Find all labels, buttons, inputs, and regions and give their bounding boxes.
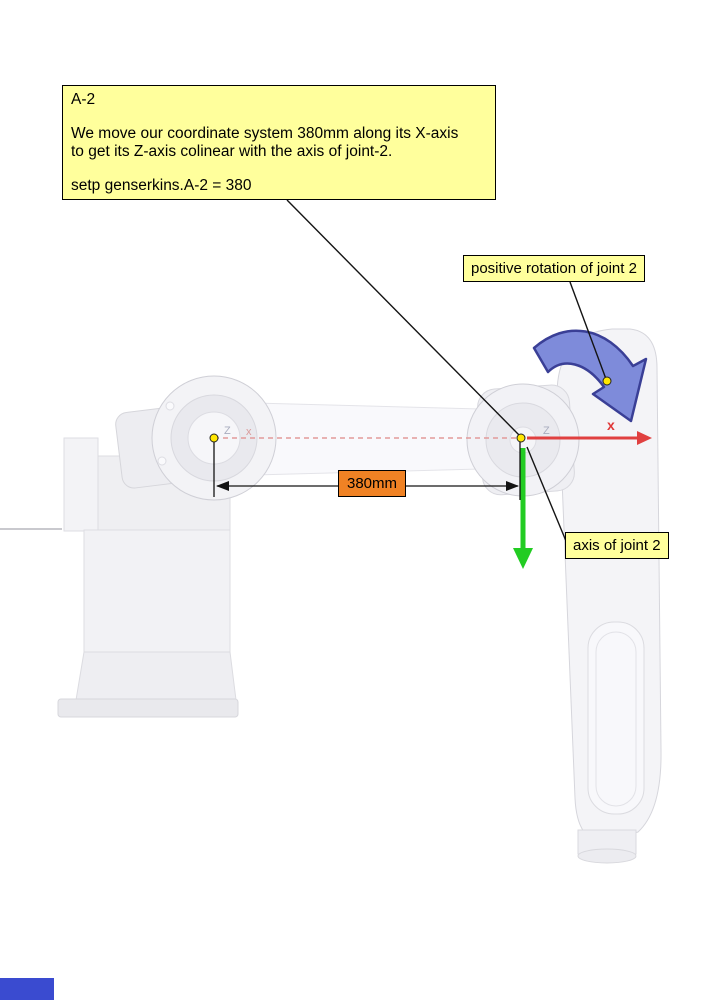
- marker-joint1-center: [209, 433, 219, 443]
- annotation-title: A-2: [71, 91, 96, 108]
- link2-cutout: [587, 621, 645, 815]
- marker-dots: [209, 376, 612, 443]
- joint1-bolt-2: [157, 456, 167, 466]
- dimension-label: 380mm: [338, 470, 407, 497]
- robot-link2: [556, 328, 662, 864]
- left-z-axis-label: Z: [224, 425, 231, 437]
- callout-line-a2: [286, 199, 522, 438]
- y-axis-arrow: [513, 448, 533, 569]
- joint1-bolt-1: [165, 401, 175, 411]
- robot-base: [57, 437, 239, 718]
- annotation-command: setp genserkins.A-2 = 380: [71, 177, 252, 194]
- right-z-axis-label: Z: [543, 425, 550, 437]
- callout-line-positive-rotation: [569, 281, 607, 380]
- link2-wrist-cap: [577, 848, 637, 864]
- callout-positive-rotation: positive rotation of joint 2: [463, 255, 645, 282]
- base-foot: [75, 651, 237, 701]
- x-axis-head: [637, 431, 652, 445]
- y-axis-head: [513, 548, 533, 569]
- link2-cutout-inner: [595, 631, 637, 807]
- marker-rotation-arrow: [602, 376, 612, 386]
- annotation-line2: to get its Z-axis colinear with the axis…: [71, 143, 393, 160]
- callout-line-axis-of-joint2: [526, 446, 567, 542]
- annotation-line1: We move our coordinate system 380mm alon…: [71, 125, 459, 142]
- left-x-axis-label: x: [246, 426, 252, 438]
- callout-axis-of-joint2: axis of joint 2: [565, 532, 669, 559]
- x-axis-label: x: [607, 417, 615, 433]
- dimension-head-right: [506, 481, 519, 491]
- base-plate: [57, 698, 239, 718]
- rotation-arrow: [532, 329, 648, 423]
- base-trunk: [83, 529, 231, 653]
- x-axis-arrow: [527, 431, 652, 445]
- annotation-box: A-2 We move our coordinate system 380mm …: [62, 85, 496, 200]
- dimension-head-left: [216, 481, 229, 491]
- bottom-blue-strip: [0, 978, 54, 1000]
- base-post: [63, 437, 99, 532]
- marker-joint2-center: [516, 433, 526, 443]
